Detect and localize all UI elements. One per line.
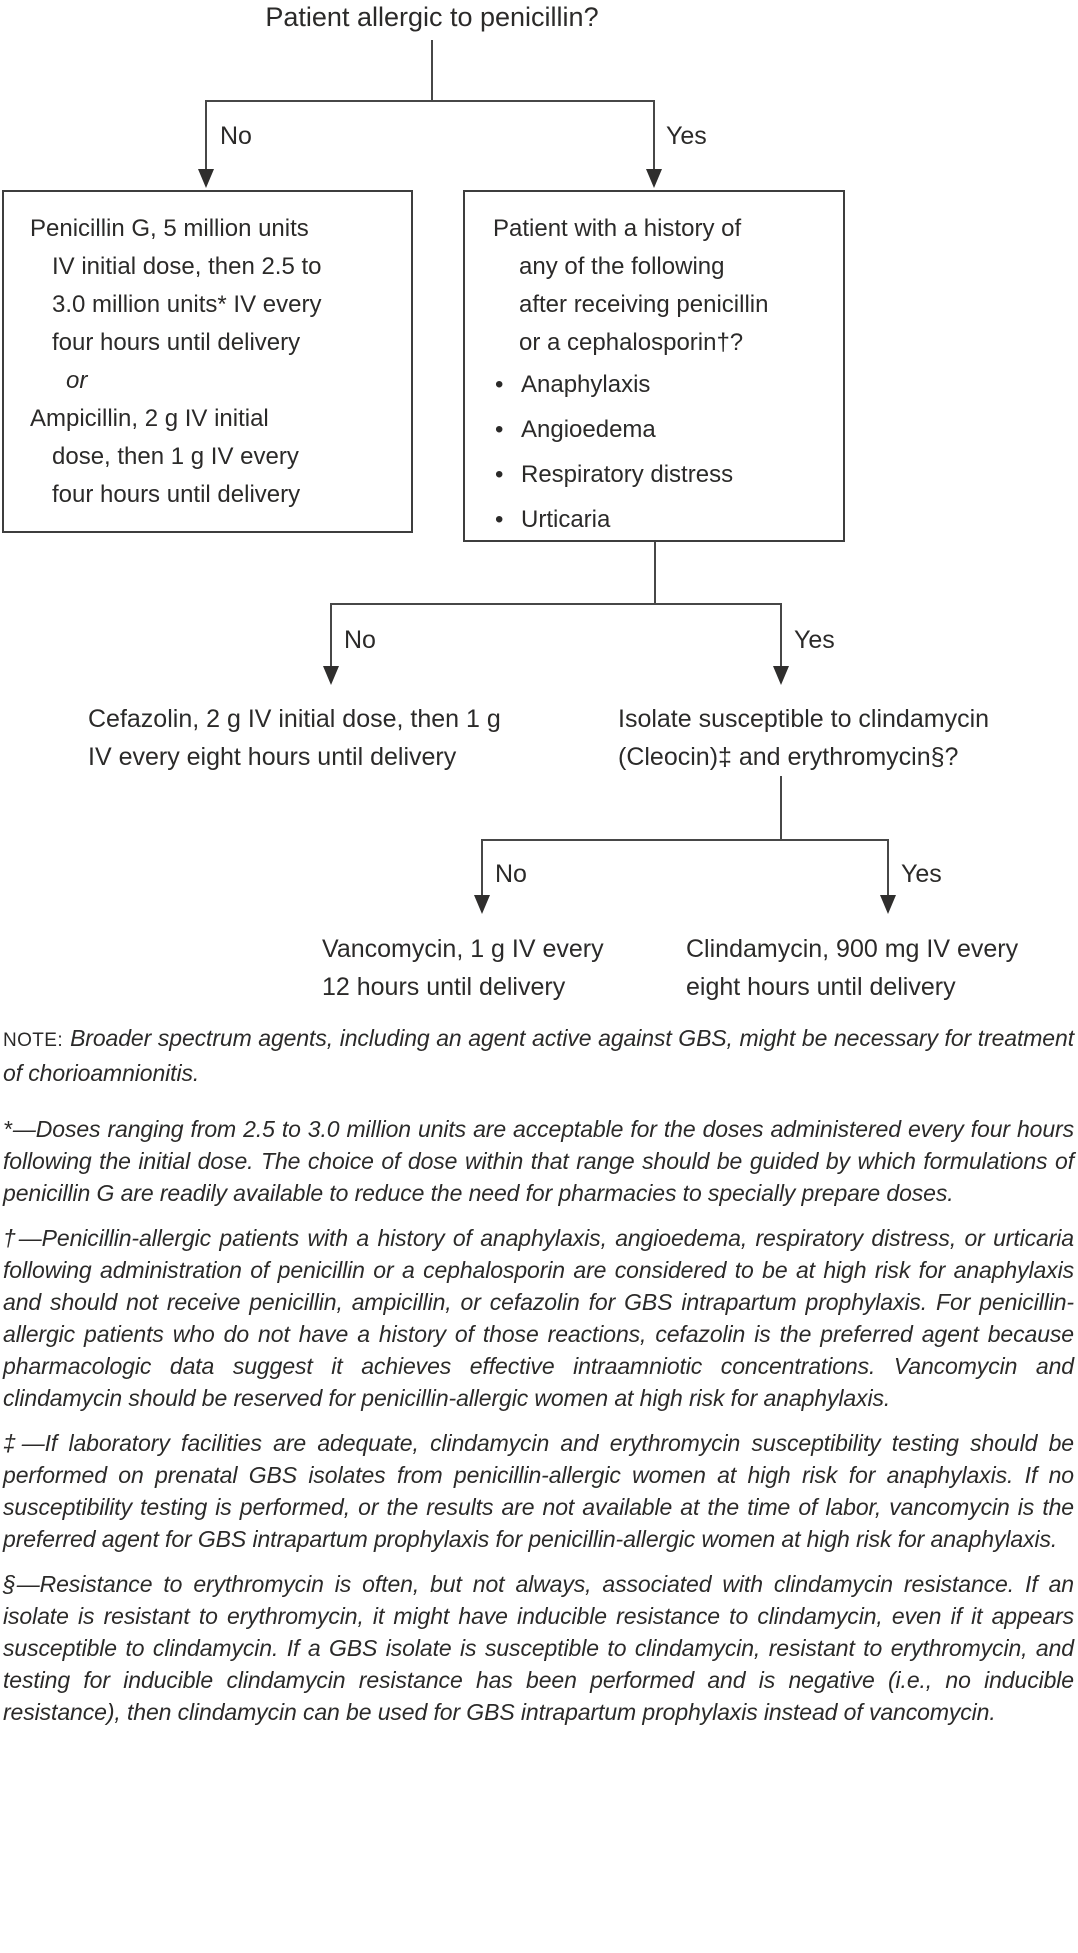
box-line: Penicillin G, 5 million units: [30, 215, 309, 242]
isolate-susceptibility-question: Isolate susceptible to clindamycin (Cleo…: [618, 700, 989, 776]
box-line: four hours until delivery: [52, 481, 301, 508]
branch-label-yes-3: Yes: [901, 860, 942, 888]
footnotes-section: NOTE:Broader spectrum agents, including …: [3, 1022, 1074, 1741]
outcome-line: Clindamycin, 900 mg IV every: [686, 935, 1019, 963]
footnote-asterisk: *—Doses ranging from 2.5 to 3.0 million …: [3, 1113, 1074, 1209]
footnote-marker: §: [3, 1571, 16, 1597]
connector-level3-yes: [887, 839, 889, 896]
box-line: 3.0 million units* IV every: [52, 291, 322, 318]
root-question: Patient allergic to penicillin?: [265, 2, 599, 32]
footnote-text: —Penicillin-allergic patients with a his…: [3, 1225, 1074, 1411]
box-line: any of the following: [519, 253, 725, 280]
vancomycin-outcome: Vancomycin, 1 g IV every 12 hours until …: [322, 930, 604, 1006]
branch-label-yes-1: Yes: [666, 122, 707, 150]
footnote-text: —Resistance to erythromycin is often, bu…: [3, 1571, 1074, 1725]
footnote-marker: *: [3, 1116, 12, 1142]
connector-level2-yes: [780, 603, 782, 667]
branch-label-yes-2: Yes: [794, 626, 835, 654]
box-line: IV initial dose, then 2.5 to: [52, 253, 322, 280]
outcome-line: (Cleocin)‡ and erythromycin§?: [618, 743, 959, 771]
connector-level1-bar: [205, 100, 655, 102]
footnote-marker: †: [3, 1225, 18, 1251]
allergy-history-box: Patient with a history of any of the fol…: [463, 190, 845, 542]
outcome-line: Cefazolin, 2 g IV initial dose, then 1 g: [88, 705, 501, 733]
footnote-dagger: †—Penicillin-allergic patients with a hi…: [3, 1222, 1074, 1414]
box-line: or a cephalosporin†?: [519, 329, 744, 356]
box-line: dose, then 1 g IV every: [52, 443, 299, 470]
clindamycin-outcome: Clindamycin, 900 mg IV every eight hours…: [686, 930, 1018, 1006]
outcome-line: IV every eight hours until delivery: [88, 743, 457, 771]
cefazolin-outcome: Cefazolin, 2 g IV initial dose, then 1 g…: [88, 700, 501, 776]
arrow-down-icon: [880, 895, 896, 914]
connector-level3-no: [481, 839, 483, 896]
box-line: four hours until delivery: [52, 329, 301, 356]
connector-root-stem: [431, 40, 433, 102]
branch-label-no-3: No: [495, 860, 527, 888]
connector-level2-no: [330, 603, 332, 667]
arrow-down-icon: [474, 895, 490, 914]
footnote-double-dagger: ‡—If laboratory facilities are adequate,…: [3, 1427, 1074, 1555]
note-paragraph: NOTE:Broader spectrum agents, including …: [3, 1022, 1074, 1089]
footnote-text: —If laboratory facilities are adequate, …: [3, 1430, 1074, 1552]
arrow-down-icon: [323, 666, 339, 685]
bullet-item: Angioedema: [465, 407, 843, 452]
bullet-item: Anaphylaxis: [465, 362, 843, 407]
connector-history-stem: [654, 542, 656, 604]
branch-label-no-1: No: [220, 122, 252, 150]
footnote-section-sign: §—Resistance to erythromycin is often, b…: [3, 1568, 1074, 1728]
bullet-item: Urticaria: [465, 497, 843, 542]
connector-level3-bar: [481, 839, 889, 841]
branch-label-no-2: No: [344, 626, 376, 654]
connector-level1-yes: [653, 100, 655, 170]
note-text: Broader spectrum agents, including an ag…: [3, 1025, 1074, 1086]
penicillin-regimen-box: Penicillin G, 5 million units IV initial…: [2, 190, 413, 533]
outcome-line: Isolate susceptible to clindamycin: [618, 705, 990, 733]
box-line: after receiving penicillin: [519, 291, 769, 318]
box-line: Patient with a history of: [493, 215, 742, 242]
arrow-down-icon: [773, 666, 789, 685]
arrow-down-icon: [646, 169, 662, 188]
outcome-line: Vancomycin, 1 g IV every: [322, 935, 604, 963]
box-line-or: or: [66, 367, 88, 394]
arrow-down-icon: [198, 169, 214, 188]
note-label: NOTE:: [3, 1030, 64, 1051]
box-line: Ampicillin, 2 g IV initial: [30, 405, 269, 432]
footnote-text: —Doses ranging from 2.5 to 3.0 million u…: [3, 1116, 1074, 1206]
bullet-item: Respiratory distress: [465, 452, 843, 497]
connector-level2-bar: [330, 603, 782, 605]
footnote-marker: ‡: [3, 1430, 21, 1456]
connector-level1-no: [205, 100, 207, 170]
outcome-line: eight hours until delivery: [686, 973, 956, 1001]
outcome-line: 12 hours until delivery: [322, 973, 566, 1001]
connector-isolate-stem: [780, 776, 782, 840]
